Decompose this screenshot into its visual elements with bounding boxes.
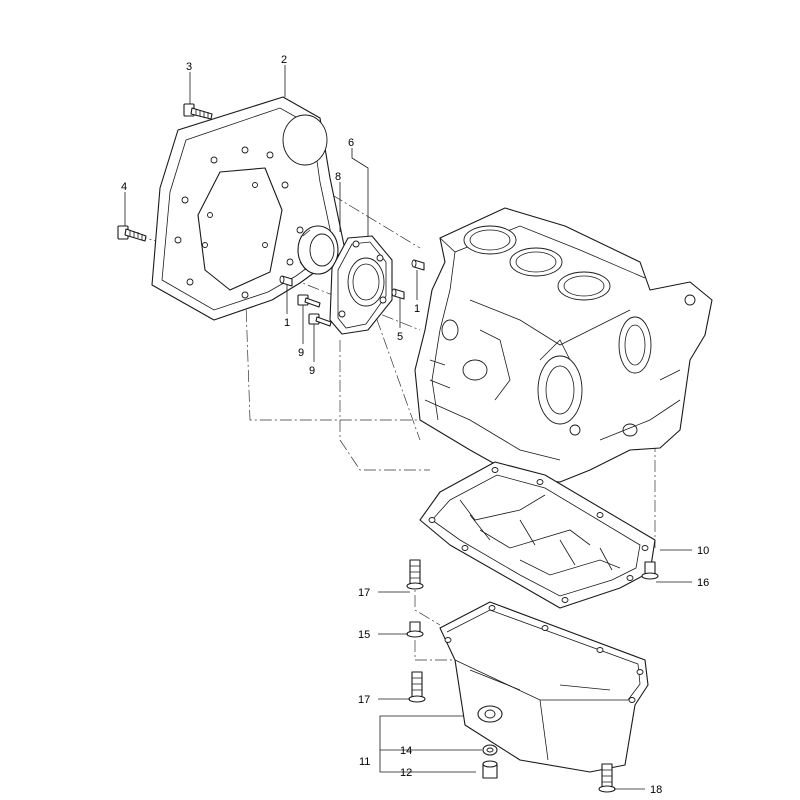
callout-18: 18 [650,784,662,796]
bolt-3 [183,103,213,120]
bolt-4 [117,225,147,242]
callout-3: 3 [186,61,192,73]
cylinder-block [414,207,713,483]
callout-17-lower: 17 [358,694,370,706]
callout-10: 10 [697,545,709,557]
callout-6: 6 [348,137,354,149]
callout-5: 5 [397,331,403,343]
callout-9-upper: 9 [298,347,304,359]
oil-pan-adapter [419,461,656,609]
callout-8: 8 [335,171,341,183]
dowel-pins [279,259,425,300]
callout-16: 16 [697,577,709,589]
bolts-9 [297,294,332,327]
callout-labels: 3 2 4 6 8 1 1 5 9 9 10 16 17 15 17 11 14… [121,54,709,796]
callout-2: 2 [281,54,287,66]
leader-lines [124,65,692,790]
callout-1-left: 1 [284,317,290,329]
oil-seal [297,225,339,275]
plate-inner-cutout [197,167,283,291]
callout-9-lower: 9 [309,365,315,377]
drain-washer [482,744,498,756]
callout-1-right: 1 [414,303,420,315]
callout-11: 11 [359,756,370,768]
callout-4: 4 [121,181,127,193]
plate-opening [282,114,328,166]
callout-17-upper: 17 [358,587,370,599]
callout-12: 12 [400,767,412,779]
drain-plug [482,760,498,779]
callout-15: 15 [358,629,370,641]
seal-case [329,235,393,335]
oil-pan [439,601,649,773]
end-plate-gasket [151,96,346,321]
flywheel-side-bore [537,355,583,425]
callout-14: 14 [400,745,412,757]
